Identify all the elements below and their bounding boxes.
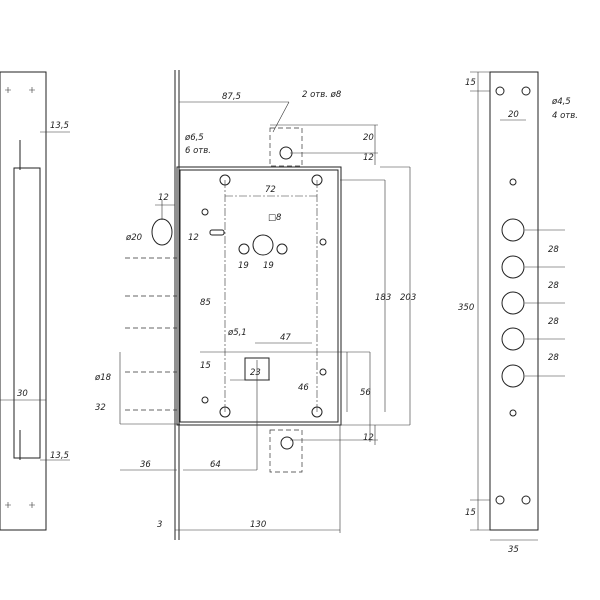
dim-85: 85 <box>200 298 211 308</box>
dim-87-5: 87,5 <box>222 92 241 102</box>
dim-72: 72 <box>265 185 276 195</box>
lock-body <box>125 70 342 540</box>
face-plate <box>470 71 565 541</box>
dim-side-top: 13,5 <box>50 121 69 131</box>
dim-28c: 28 <box>548 317 559 327</box>
dim-face-15-top: 15 <box>465 78 476 88</box>
dimension-labels: 13,5 13,5 30 87,5 2 отв. ø8 ø6,5 6 отв. … <box>17 78 578 555</box>
dim-side-bot: 13,5 <box>50 451 69 461</box>
dim-face-hole-n: 4 отв. <box>552 111 578 121</box>
dim-square: □8 <box>268 213 282 223</box>
dim-46: 46 <box>298 383 309 393</box>
dim-19b: 19 <box>263 261 274 271</box>
dim-28b: 28 <box>548 281 559 291</box>
dim-12-slot: 12 <box>188 233 199 243</box>
dim-15: 15 <box>200 361 211 371</box>
dim-19a: 19 <box>238 261 249 271</box>
dim-face-hole: ø4,5 <box>551 97 571 107</box>
dim-strike-20: 20 <box>363 133 374 143</box>
dim-130: 130 <box>250 520 266 530</box>
dim-23: 23 <box>250 368 261 378</box>
side-view <box>0 71 70 531</box>
dim-183: 183 <box>375 293 391 303</box>
dimension-lines <box>119 101 411 533</box>
dim-small-hole: ø5,1 <box>227 328 247 338</box>
dim-cyl-12: 12 <box>158 193 169 203</box>
dim-strike-12-top: 12 <box>363 153 374 163</box>
dim-bolt-d: ø18 <box>94 373 112 383</box>
dim-47: 47 <box>280 333 291 343</box>
dim-28a: 28 <box>548 245 559 255</box>
dim-fix-hole-d: ø6,5 <box>184 133 204 143</box>
dim-56: 56 <box>360 388 371 398</box>
dim-strike-holes: 2 отв. ø8 <box>302 90 342 100</box>
dim-face-15-bot: 15 <box>465 508 476 518</box>
dim-203: 203 <box>400 293 416 303</box>
dim-64: 64 <box>210 460 221 470</box>
dim-face-20: 20 <box>508 110 519 120</box>
dim-3: 3 <box>157 520 162 530</box>
dim-strike-12-bot: 12 <box>363 433 374 443</box>
dim-side-width: 30 <box>17 389 28 399</box>
dim-350: 350 <box>458 303 474 313</box>
dim-face-35: 35 <box>508 545 519 555</box>
dim-cyl-d: ø20 <box>125 233 142 243</box>
dim-fix-hole-n: 6 отв. <box>185 146 211 156</box>
dim-36: 36 <box>140 460 151 470</box>
dim-28d: 28 <box>548 353 559 363</box>
dim-32: 32 <box>95 403 106 413</box>
